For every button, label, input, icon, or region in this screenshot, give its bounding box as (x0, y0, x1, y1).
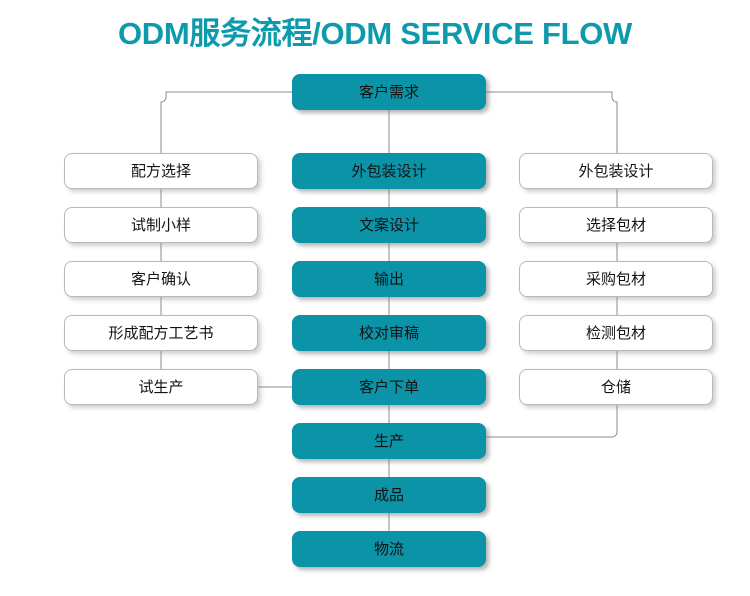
node-label: 客户需求 (358, 83, 419, 101)
node-label: 输出 (373, 270, 404, 288)
node-finished-product[interactable]: 成品 (292, 477, 486, 513)
node-output[interactable]: 输出 (292, 261, 486, 297)
node-label: 物流 (373, 540, 404, 558)
node-proofreading-review[interactable]: 校对审稿 (292, 315, 486, 351)
node-label: 选择包材 (585, 216, 646, 234)
node-label: 成品 (373, 486, 404, 504)
node-label: 形成配方工艺书 (108, 324, 214, 342)
node-formula-selection[interactable]: 配方选择 (64, 153, 258, 189)
node-copywriting-design[interactable]: 文案设计 (292, 207, 486, 243)
node-label: 外包装设计 (351, 162, 427, 180)
node-label: 检测包材 (585, 324, 646, 342)
node-select-packaging-material[interactable]: 选择包材 (519, 207, 713, 243)
node-label: 配方选择 (130, 162, 191, 180)
node-label: 校对审稿 (358, 324, 419, 342)
connector-head-to-right (486, 91, 618, 153)
node-label: 采购包材 (585, 270, 646, 288)
node-inspect-packaging-material[interactable]: 检测包材 (519, 315, 713, 351)
node-label: 客户确认 (130, 270, 191, 288)
node-label: 试制小样 (130, 216, 191, 234)
node-formula-process-document[interactable]: 形成配方工艺书 (64, 315, 258, 351)
page-title: ODM服务流程/ODM SERVICE FLOW (117, 16, 633, 51)
node-trial-sample[interactable]: 试制小样 (64, 207, 258, 243)
node-outer-package-design-center[interactable]: 外包装设计 (292, 153, 486, 189)
node-purchase-packaging-material[interactable]: 采购包材 (519, 261, 713, 297)
node-label: 文案设计 (358, 216, 419, 234)
node-customer-order[interactable]: 客户下单 (292, 369, 486, 405)
node-label: 试生产 (138, 378, 184, 396)
connector-storage-to-production (486, 405, 618, 438)
node-storage[interactable]: 仓储 (519, 369, 713, 405)
node-logistics[interactable]: 物流 (292, 531, 486, 567)
node-label: 仓储 (600, 378, 631, 396)
node-production[interactable]: 生产 (292, 423, 486, 459)
node-label: 客户下单 (358, 378, 419, 396)
connector-head-to-left (160, 91, 292, 153)
node-customer-confirmation[interactable]: 客户确认 (64, 261, 258, 297)
node-label: 外包装设计 (578, 162, 654, 180)
node-label: 生产 (373, 432, 404, 450)
node-trial-production[interactable]: 试生产 (64, 369, 258, 405)
node-outer-package-design-right[interactable]: 外包装设计 (519, 153, 713, 189)
node-customer-requirement[interactable]: 客户需求 (292, 74, 486, 110)
